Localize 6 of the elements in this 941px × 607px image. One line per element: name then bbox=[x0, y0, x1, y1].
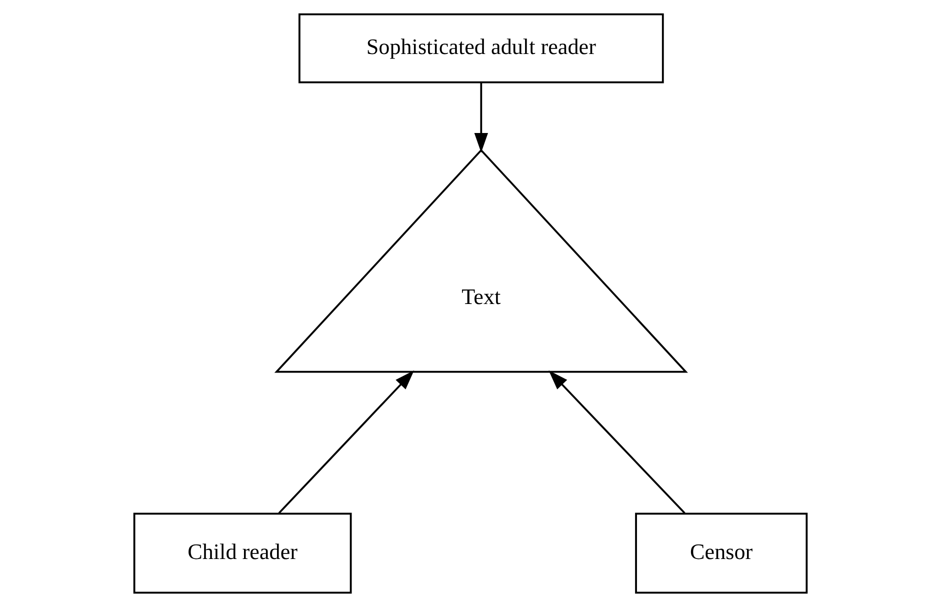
node-box: Censor bbox=[635, 512, 808, 594]
node-box: Sophisticated adult reader bbox=[298, 13, 664, 84]
arrow bbox=[474, 82, 488, 153]
arrow bbox=[278, 370, 414, 514]
arrow bbox=[548, 370, 686, 514]
node-box: Child reader bbox=[133, 512, 352, 594]
